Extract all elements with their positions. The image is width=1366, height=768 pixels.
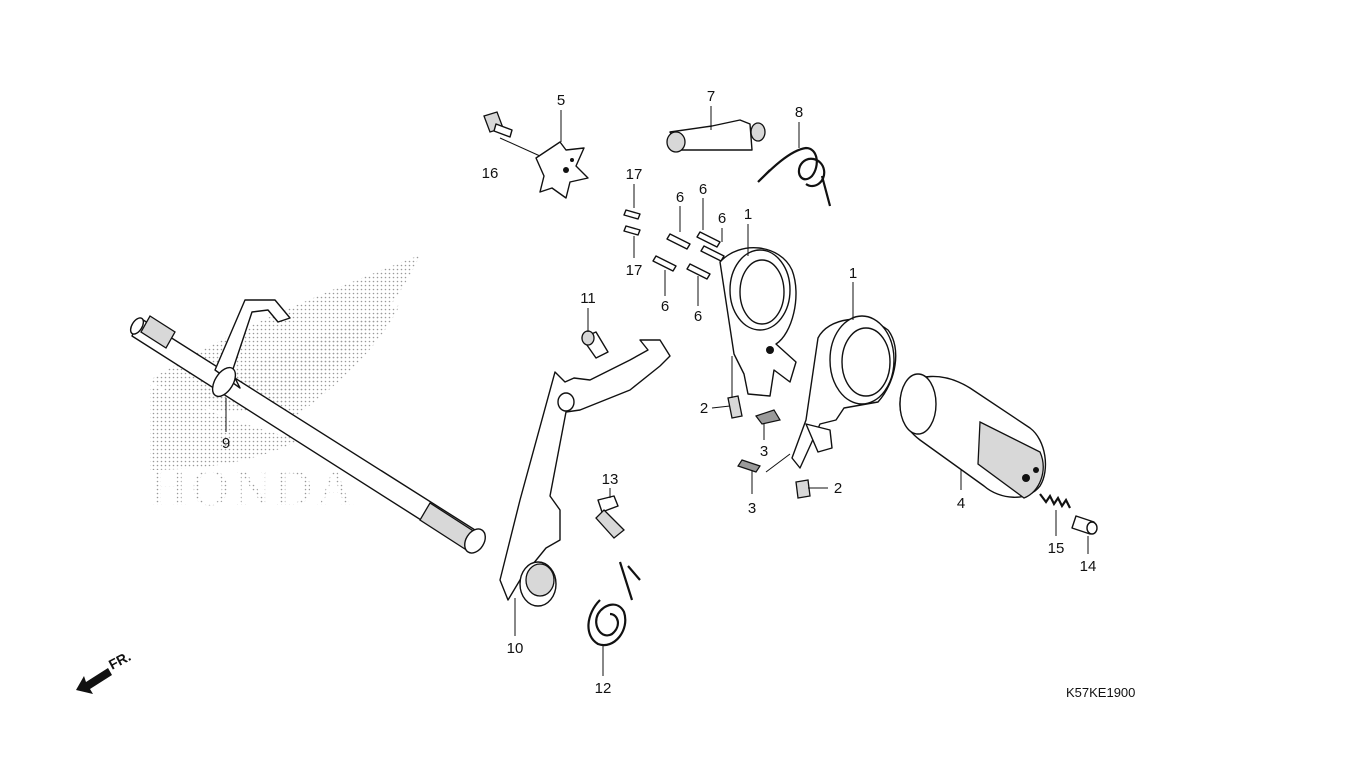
callout-8: 8 (795, 104, 803, 121)
callout-6-c: 6 (718, 210, 726, 227)
part-1-shift-fork-right (791, 315, 897, 469)
callout-6-e: 6 (694, 308, 702, 325)
leader-lines (225, 106, 1089, 676)
callout-6-a: 6 (676, 189, 684, 206)
part-16-bolt (483, 111, 513, 138)
part-2-guide-pin-a (727, 395, 743, 419)
callout-6-b: 6 (699, 181, 707, 198)
callout-3-b: 3 (748, 500, 756, 517)
diagram-code: K57KE1900 (1066, 685, 1135, 700)
callout-7: 7 (707, 88, 715, 105)
part-17-pins (623, 209, 641, 236)
part-14-plunger (1071, 515, 1098, 535)
part-13-bolt (595, 495, 625, 539)
callout-17-bottom: 17 (626, 262, 643, 279)
callout-14: 14 (1080, 558, 1097, 575)
part-15-spring (1039, 493, 1071, 509)
part-5-stopper-plate (535, 141, 589, 199)
front-direction-indicator: FR. (76, 648, 133, 694)
callout-11: 11 (580, 290, 596, 307)
callout-9: 9 (222, 435, 230, 452)
callout-6-d: 6 (661, 298, 669, 315)
callout-15: 15 (1048, 540, 1065, 557)
callout-2-a: 2 (700, 400, 708, 417)
callout-1-b: 1 (849, 265, 857, 282)
callout-5: 5 (557, 92, 565, 109)
watermark-honda-text: HONDA (150, 460, 358, 517)
part-12-spring (587, 561, 641, 647)
part-7-stopper-arm (666, 119, 766, 153)
part-9-shift-spindle (129, 299, 486, 554)
front-arrow-icon (76, 668, 112, 694)
callout-12: 12 (595, 680, 612, 697)
part-11-bolt (581, 330, 609, 359)
callout-1-a: 1 (744, 206, 752, 223)
callout-16: 16 (482, 165, 499, 182)
callout-labels: 5 16 7 8 17 17 6 6 6 6 6 1 1 11 9 2 2 3 … (222, 88, 1097, 697)
part-1-shift-fork-left (719, 247, 797, 397)
part-8-spring (757, 146, 832, 207)
part-4-shift-drum (899, 373, 1047, 499)
callout-3-a: 3 (760, 443, 768, 460)
part-2-guide-pin-b (795, 479, 811, 499)
callout-2-b: 2 (834, 480, 842, 497)
callout-4: 4 (957, 495, 965, 512)
callout-10: 10 (507, 640, 524, 657)
front-label: FR. (106, 648, 133, 673)
part-3-clip-b (737, 459, 761, 473)
callout-13: 13 (602, 471, 619, 488)
part-3-clip-a (755, 409, 781, 425)
part-6-pins (652, 231, 725, 280)
callout-17-top: 17 (626, 166, 643, 183)
part-10-gearshift-arm (499, 339, 671, 607)
